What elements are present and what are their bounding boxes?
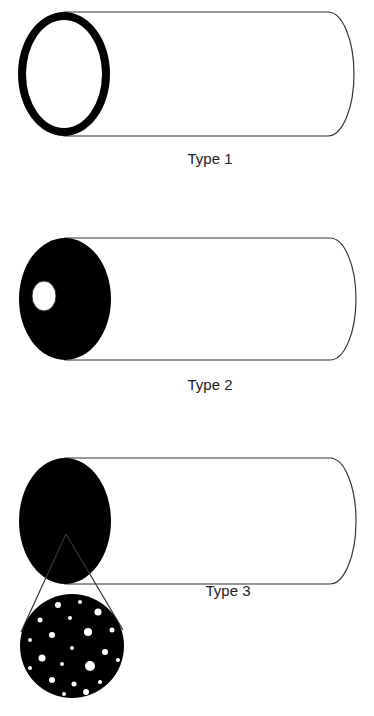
single-channel-tube (19, 238, 356, 360)
type-label: Type 3 (205, 582, 250, 600)
type-label: Type 1 (187, 150, 232, 168)
type-label: Type 2 (187, 376, 232, 394)
hollow-tube (18, 12, 354, 136)
porous-tube (19, 458, 356, 698)
